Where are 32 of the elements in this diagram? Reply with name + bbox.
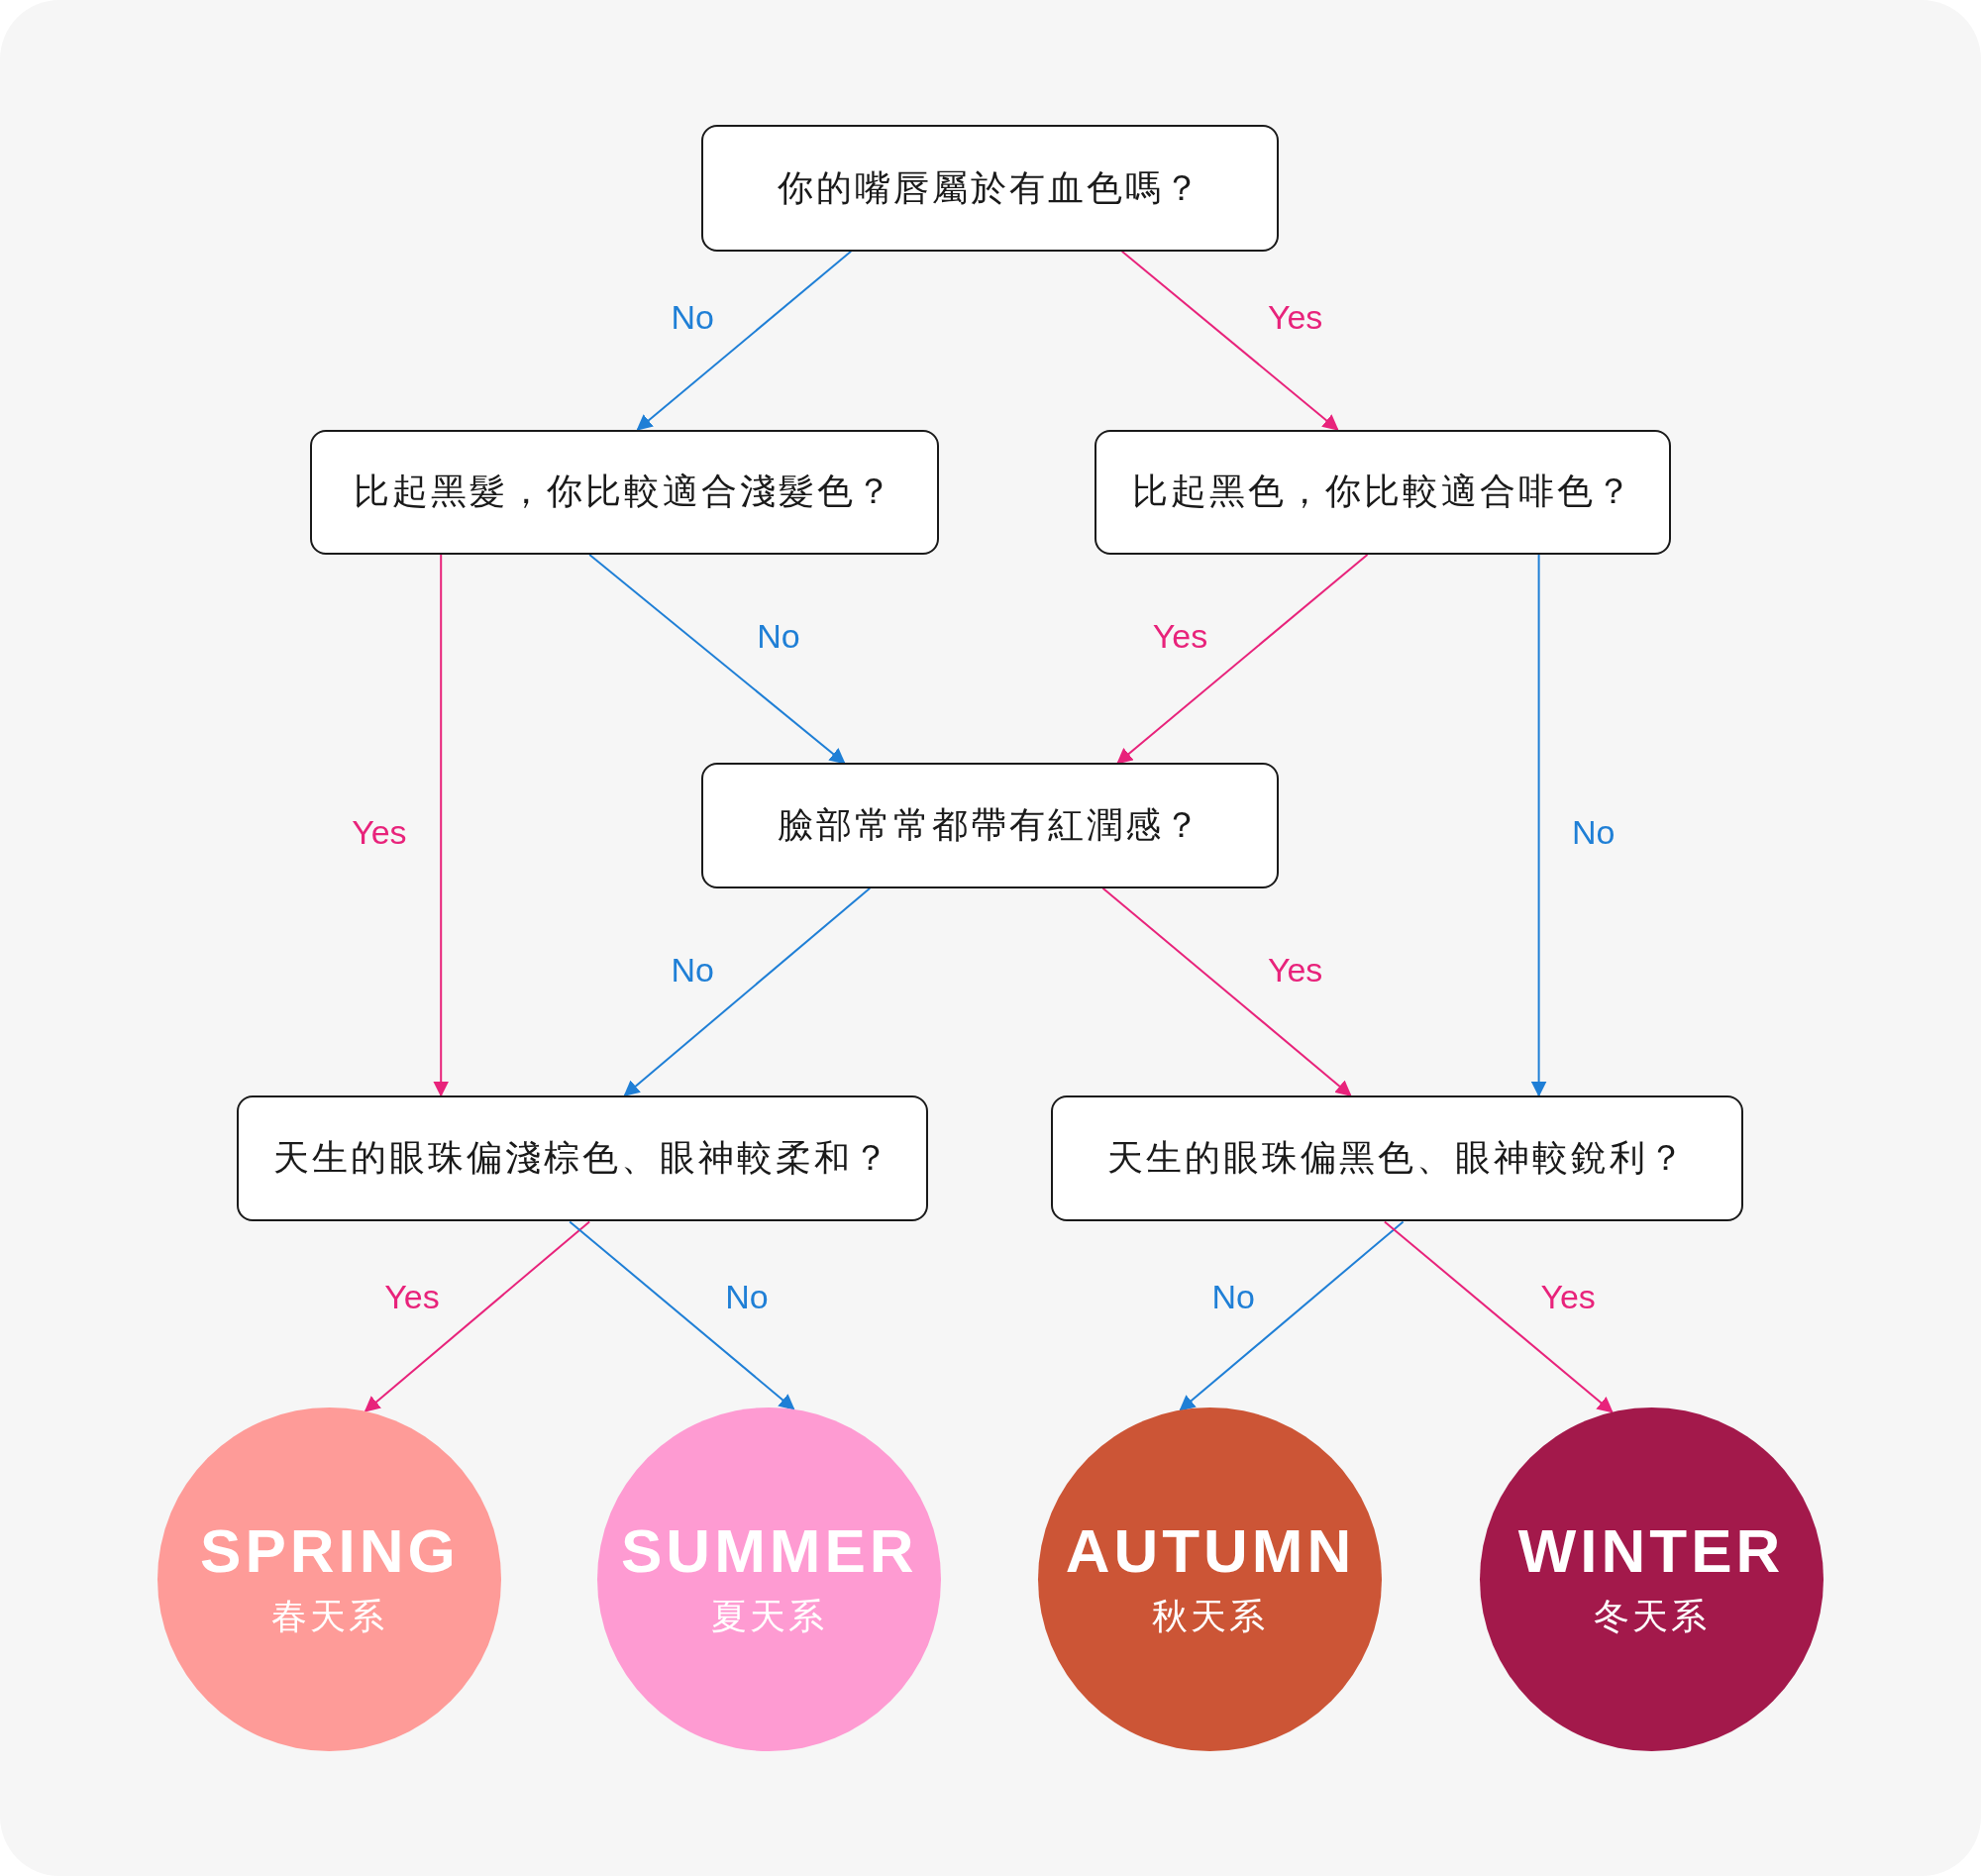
question-box	[1094, 429, 1672, 555]
arrow	[636, 250, 853, 431]
question-text: 比起黑髮，你比較適合淺髮色？	[354, 469, 895, 514]
arrow	[1383, 1220, 1614, 1413]
arrow	[433, 553, 450, 1097]
arrow	[1120, 250, 1339, 431]
arrow	[364, 1220, 591, 1412]
arrow	[623, 886, 872, 1096]
season-title: WINTER	[1517, 1516, 1785, 1585]
question-text: 比起黑色，你比較適合啡色？	[1131, 469, 1634, 514]
question-text: 天生的眼珠偏黑色、眼神較銳利？	[1107, 1136, 1688, 1181]
arrow	[1116, 553, 1369, 765]
season-subtitle: 秋天系	[1152, 1594, 1269, 1638]
season-title: AUTUMN	[1065, 1516, 1356, 1585]
question-box	[1051, 1094, 1744, 1222]
arrow	[1530, 553, 1547, 1097]
arrow	[1101, 886, 1352, 1096]
season-subtitle: 春天系	[271, 1594, 388, 1638]
question-box	[700, 125, 1279, 252]
question-text: 你的嘴唇屬於有血色嗎？	[777, 165, 1202, 210]
question-box	[309, 429, 939, 555]
question-text: 天生的眼珠偏淺棕色、眼神較柔和？	[273, 1136, 891, 1181]
question-text: 臉部常常都帶有紅潤感？	[777, 803, 1202, 848]
arrow	[569, 1220, 795, 1410]
arrow	[1179, 1220, 1405, 1411]
season-subtitle: 冬天系	[1593, 1594, 1710, 1638]
arrow	[588, 553, 846, 765]
season-subtitle: 夏天系	[711, 1594, 828, 1638]
season-title: SUMMER	[621, 1516, 918, 1585]
question-box	[700, 763, 1279, 888]
season-title: SPRING	[200, 1516, 460, 1585]
question-box	[236, 1094, 929, 1222]
